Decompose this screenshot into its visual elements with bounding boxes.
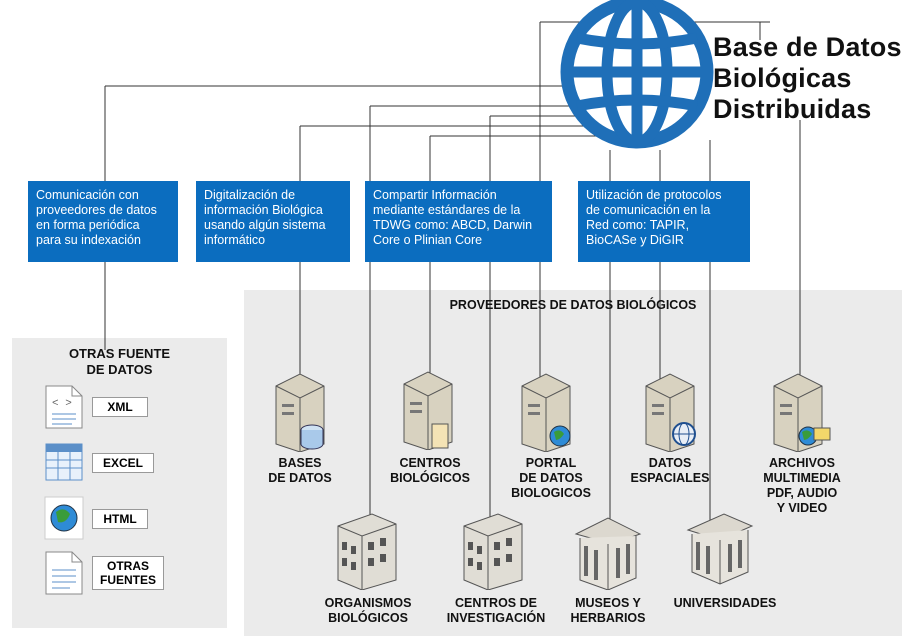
university-icon bbox=[686, 513, 754, 585]
building-label: UNIVERSIDADES bbox=[673, 596, 777, 610]
source-label: XML bbox=[92, 397, 148, 417]
server-label: DATOS ESPACIALES bbox=[630, 456, 710, 485]
database-server-icon bbox=[275, 373, 325, 452]
server-label: PORTAL DE DATOS BIOLOGICOS bbox=[511, 456, 591, 500]
server-label: ARCHIVOS MULTIMEDIA PDF, AUDIO Y VIDEO bbox=[763, 456, 841, 515]
page-title: Base de Datos Biológicas Distribuidas bbox=[713, 32, 902, 124]
info-box-text: Digitalización de información Biológica … bbox=[204, 188, 326, 247]
building-label: ORGANISMOS BIOLÓGICOS bbox=[324, 596, 412, 625]
document-server-icon bbox=[403, 371, 453, 450]
source-label: HTML bbox=[92, 509, 148, 529]
xml-file-icon: < > bbox=[45, 385, 83, 429]
office-building-icon bbox=[337, 513, 397, 590]
svg-text:< >: < > bbox=[52, 398, 72, 410]
globe-server-icon bbox=[645, 373, 696, 452]
document-icon bbox=[45, 551, 83, 595]
providers-title: PROVEEDORES DE DATOS BIOLÓGICOS bbox=[449, 298, 697, 312]
globe-icon bbox=[44, 496, 84, 540]
info-box-indexing: Comunicación con proveedores de datos en… bbox=[28, 181, 178, 262]
web-server-icon bbox=[521, 373, 571, 452]
spreadsheet-icon bbox=[45, 443, 83, 481]
server-label: BASES DE DATOS bbox=[268, 456, 332, 485]
multimedia-server-icon bbox=[773, 373, 831, 452]
other-sources-title: OTRAS FUENTE DE DATOS bbox=[68, 346, 171, 377]
office-building-icon bbox=[463, 513, 523, 590]
info-box-protocols: Utilización de protocolos de comunicació… bbox=[578, 181, 750, 262]
info-box-digitization: Digitalización de información Biológica … bbox=[196, 181, 350, 262]
server-label: CENTROS BIOLÓGICOS bbox=[390, 456, 470, 485]
source-label: EXCEL bbox=[92, 453, 154, 473]
info-box-text: Comunicación con proveedores de datos en… bbox=[36, 188, 157, 247]
building-label: CENTROS DE INVESTIGACIÓN bbox=[446, 596, 546, 625]
source-label: OTRAS FUENTES bbox=[92, 556, 164, 590]
museum-icon bbox=[574, 517, 642, 590]
building-label: MUSEOS Y HERBARIOS bbox=[570, 596, 646, 625]
info-box-text: Compartir Información mediante estándare… bbox=[373, 188, 533, 247]
info-box-standards: Compartir Información mediante estándare… bbox=[365, 181, 552, 262]
info-box-text: Utilización de protocolos de comunicació… bbox=[586, 188, 722, 247]
globe-icon bbox=[560, 0, 714, 149]
